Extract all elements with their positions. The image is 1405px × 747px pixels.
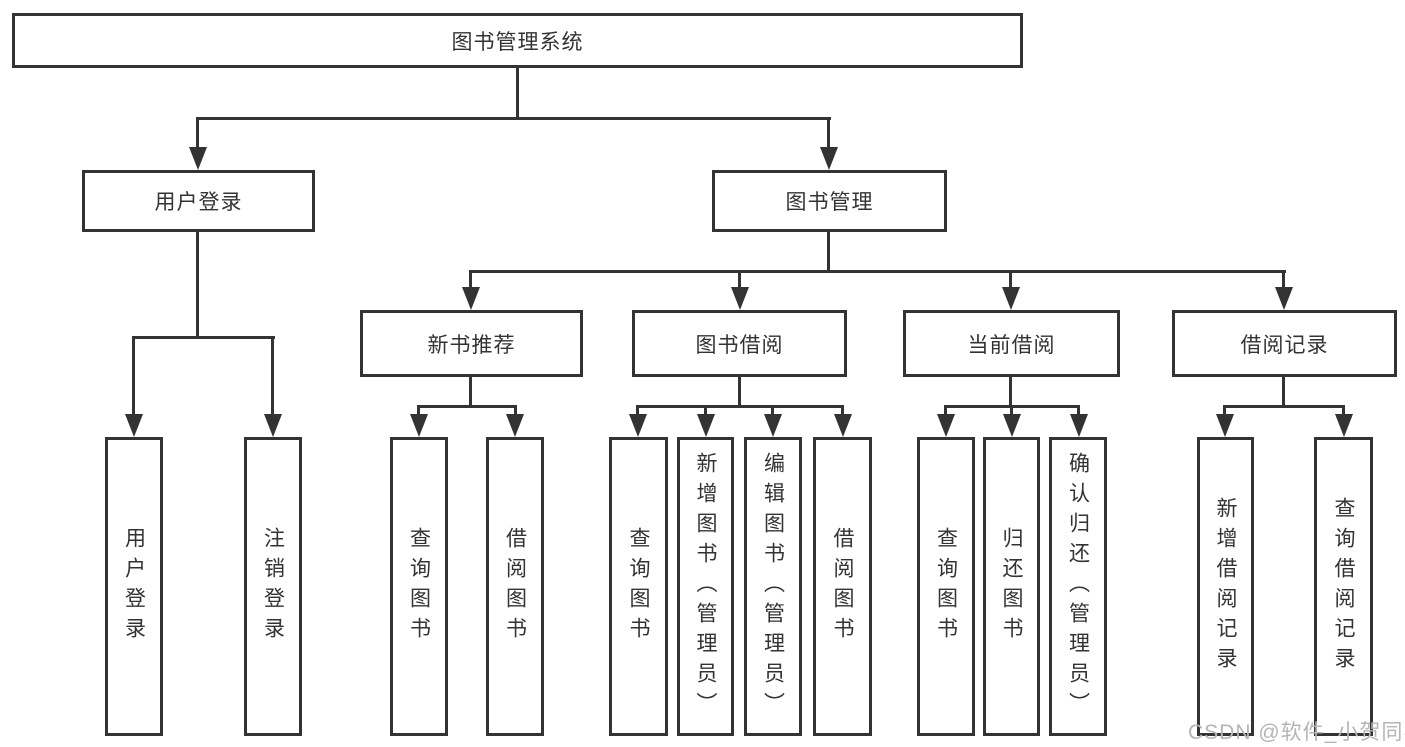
- connector-line: [417, 405, 420, 418]
- node-library-management-system: 图书管理系统: [12, 13, 1023, 68]
- leaf-logout: 注销登录: [244, 437, 302, 736]
- arrow-down-icon: [1003, 414, 1021, 437]
- node-book-borrowing: 图书借阅: [632, 310, 847, 377]
- connector-line: [704, 405, 707, 418]
- node-book-management: 图书管理: [712, 170, 947, 232]
- leaf-query-borrow-record: 查询借阅记录: [1314, 437, 1373, 736]
- connector-line: [469, 270, 472, 290]
- arrow-down-icon: [937, 414, 955, 437]
- leaf-query-books-1: 查询图书: [390, 437, 448, 736]
- node-label: 查询图书: [934, 526, 958, 647]
- node-label: 编辑图书（管理员）: [761, 451, 785, 722]
- arrow-down-icon: [462, 287, 480, 310]
- connector-line: [827, 232, 830, 273]
- connector-line: [1010, 405, 1013, 418]
- connector-line: [738, 270, 741, 290]
- connector-line: [771, 405, 774, 418]
- connector-line: [738, 377, 741, 408]
- arrow-down-icon: [1275, 287, 1293, 310]
- leaf-add-borrow-record: 新增借阅记录: [1197, 437, 1254, 736]
- connector-line: [132, 336, 135, 418]
- node-label: 借阅记录: [1240, 333, 1329, 357]
- connector-line: [1282, 270, 1285, 290]
- connector-line: [1223, 405, 1226, 418]
- node-label: 图书借阅: [695, 333, 784, 357]
- arrow-down-icon: [1070, 414, 1088, 437]
- node-label: 注销登录: [261, 526, 285, 647]
- arrow-down-icon: [834, 414, 852, 437]
- node-label: 图书管理: [785, 191, 874, 214]
- node-current-borrowing: 当前借阅: [903, 310, 1120, 377]
- leaf-edit-book-admin: 编辑图书（管理员）: [744, 437, 802, 736]
- node-label: 查询图书: [407, 526, 431, 647]
- leaf-user-login: 用户登录: [105, 437, 163, 736]
- node-label: 借阅图书: [503, 526, 527, 647]
- connector-line: [514, 405, 517, 418]
- arrow-down-icon: [629, 414, 647, 437]
- node-user-login: 用户登录: [82, 170, 315, 232]
- connector-line: [132, 336, 275, 339]
- node-label: 用户登录: [154, 191, 243, 214]
- connector-line: [469, 377, 472, 408]
- node-label: 借阅图书: [831, 526, 854, 647]
- connector-line: [1009, 377, 1012, 408]
- connector-line: [636, 405, 844, 408]
- connector-line: [841, 405, 844, 418]
- node-label: 新增借阅记录: [1214, 496, 1237, 677]
- node-label: 查询借阅记录: [1332, 496, 1355, 677]
- connector-line: [944, 405, 947, 418]
- node-label: 用户登录: [122, 526, 146, 647]
- leaf-query-books-2: 查询图书: [609, 437, 668, 736]
- arrow-down-icon: [264, 414, 282, 437]
- connector-line: [196, 117, 831, 120]
- node-label: 归还图书: [1000, 526, 1023, 647]
- leaf-borrow-books-2: 借阅图书: [813, 437, 872, 736]
- csdn-watermark: CSDN @软件_小贺同学: [1188, 721, 1405, 744]
- node-new-book-recommend: 新书推荐: [360, 310, 583, 377]
- leaf-query-books-3: 查询图书: [917, 437, 975, 736]
- leaf-add-book-admin: 新增图书（管理员）: [677, 437, 734, 736]
- node-label: 当前借阅: [967, 333, 1056, 357]
- connector-line: [1077, 405, 1080, 418]
- arrow-down-icon: [1002, 287, 1020, 310]
- connector-line: [196, 232, 199, 339]
- connector-line: [1282, 377, 1285, 408]
- arrow-down-icon: [1335, 414, 1353, 437]
- arrow-down-icon: [697, 414, 715, 437]
- node-label: 查询图书: [627, 526, 650, 647]
- arrow-down-icon: [410, 414, 428, 437]
- leaf-borrow-books-1: 借阅图书: [486, 437, 544, 736]
- connector-line: [516, 68, 519, 120]
- connector-line: [636, 405, 639, 418]
- connector-line: [827, 117, 830, 150]
- arrow-down-icon: [125, 414, 143, 437]
- leaf-return-book: 归还图书: [983, 437, 1040, 736]
- arrow-down-icon: [731, 287, 749, 310]
- arrow-down-icon: [189, 147, 207, 170]
- connector-line: [271, 336, 274, 418]
- connector-line: [1342, 405, 1345, 418]
- leaf-confirm-return-admin: 确认归还（管理员）: [1049, 437, 1107, 736]
- arrow-down-icon: [764, 414, 782, 437]
- connector-line: [196, 117, 199, 150]
- connector-line: [469, 270, 1286, 273]
- node-label: 新增图书（管理员）: [694, 451, 717, 722]
- connector-line: [417, 405, 517, 408]
- arrow-down-icon: [506, 414, 524, 437]
- node-label: 新书推荐: [427, 333, 516, 357]
- node-label: 确认归还（管理员）: [1066, 451, 1090, 722]
- connector-line: [1009, 270, 1012, 290]
- node-label: 图书管理系统: [451, 30, 584, 54]
- node-borrowing-records: 借阅记录: [1172, 310, 1397, 377]
- connector-line: [1223, 405, 1345, 408]
- arrow-down-icon: [1216, 414, 1234, 437]
- arrow-down-icon: [820, 147, 838, 170]
